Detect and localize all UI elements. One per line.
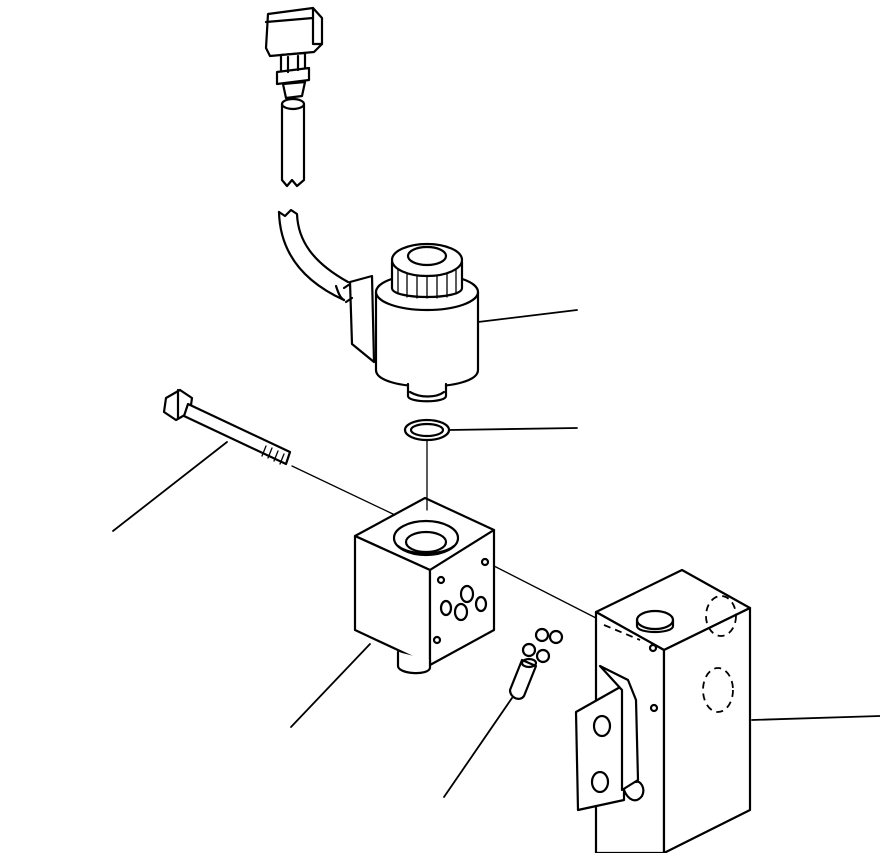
assembly-lines <box>292 440 596 618</box>
o-ring <box>405 420 449 440</box>
solenoid-coil <box>344 244 478 401</box>
connector-plug <box>266 8 322 98</box>
leader-lines <box>113 310 880 797</box>
mounting-bolt <box>164 390 290 464</box>
valve-body <box>355 498 494 673</box>
wire-lower <box>279 210 348 300</box>
manifold-block <box>576 570 750 853</box>
wire-upper <box>282 99 304 186</box>
plugs <box>510 629 562 699</box>
